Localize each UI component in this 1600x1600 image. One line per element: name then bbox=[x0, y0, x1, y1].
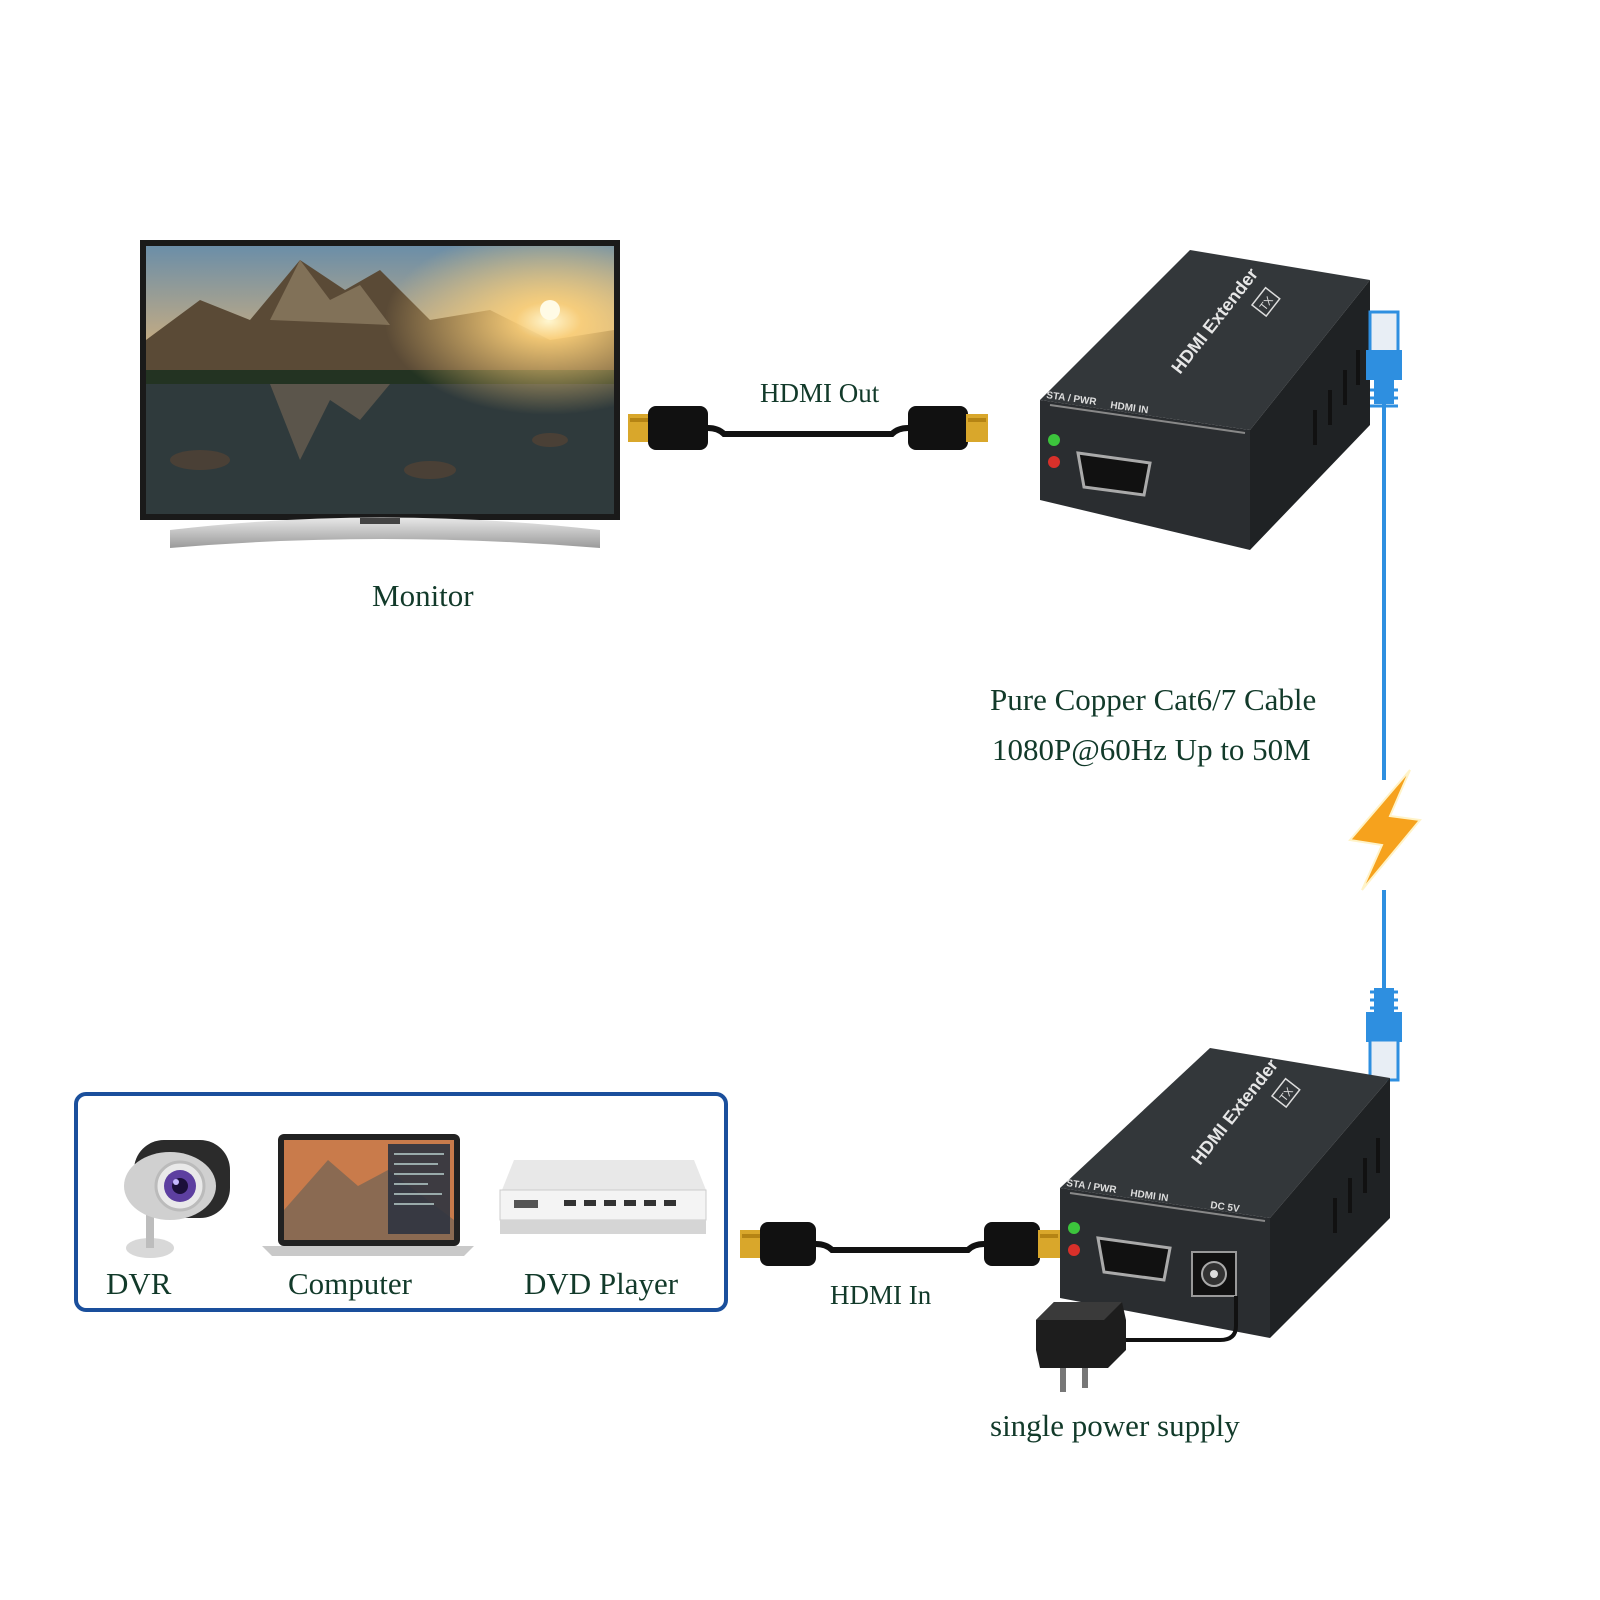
hdmi-cable-illustration bbox=[628, 406, 988, 450]
monitor bbox=[130, 230, 650, 580]
dvr-device bbox=[100, 1130, 250, 1260]
hdmi-out-label: HDMI Out bbox=[760, 378, 880, 408]
power-adapter bbox=[1030, 1290, 1250, 1400]
hdmi-port-icon bbox=[1096, 1236, 1172, 1282]
sta-led-icon bbox=[1048, 434, 1060, 446]
cable-spec-line1: Pure Copper Cat6/7 Cable bbox=[990, 682, 1317, 717]
ethernet-cable bbox=[1340, 300, 1450, 1100]
computer-device bbox=[258, 1130, 478, 1260]
security-camera-icon bbox=[124, 1140, 230, 1258]
hdmi-port-icon bbox=[1076, 451, 1152, 497]
dvd-player-icon bbox=[499, 1160, 707, 1234]
monitor-illustration bbox=[140, 240, 620, 548]
dvr-label: DVR bbox=[106, 1266, 172, 1301]
hdmi-out-cable bbox=[628, 400, 988, 456]
hdmi-cable-illustration bbox=[740, 1222, 1060, 1266]
power-adapter-icon bbox=[1036, 1296, 1238, 1392]
cable-spec-line2: 1080P@60Hz Up to 50M bbox=[992, 732, 1311, 767]
extender-bottom-dc-label: DC 5V bbox=[1210, 1200, 1241, 1215]
source-devices-box bbox=[74, 1092, 728, 1312]
extender-bottom-hdmi-label: HDMI IN bbox=[1130, 1188, 1170, 1204]
hdmi-in-cable bbox=[740, 1216, 1060, 1272]
dvd-player-label: DVD Player bbox=[524, 1266, 679, 1301]
lightning-bolt-icon bbox=[1348, 769, 1422, 891]
extender-top-hdmi-label: HDMI IN bbox=[1110, 400, 1150, 416]
extender-top-illustration: HDMI Extender TX STA / PWR HDMI IN bbox=[1040, 250, 1370, 550]
extender-top: HDMI Extender TX STA / PWR HDMI IN bbox=[1040, 250, 1380, 560]
extender-bottom: HDMI Extender TX STA / PWR HDMI IN DC 5V bbox=[1060, 1048, 1400, 1348]
hdmi-in-label: HDMI In bbox=[830, 1280, 932, 1310]
monitor-label: Monitor bbox=[372, 578, 474, 613]
computer-label: Computer bbox=[288, 1266, 412, 1301]
pwr-led-icon bbox=[1048, 456, 1060, 468]
extender-bottom-illustration: HDMI Extender TX STA / PWR HDMI IN DC 5V bbox=[1060, 1048, 1390, 1338]
ethernet-cable-illustration bbox=[1348, 310, 1422, 1082]
laptop-icon bbox=[262, 1134, 474, 1256]
sta-led-icon bbox=[1068, 1222, 1080, 1234]
power-supply-label: single power supply bbox=[990, 1408, 1240, 1443]
dvd-player-device bbox=[494, 1160, 714, 1250]
pwr-led-icon bbox=[1068, 1244, 1080, 1256]
